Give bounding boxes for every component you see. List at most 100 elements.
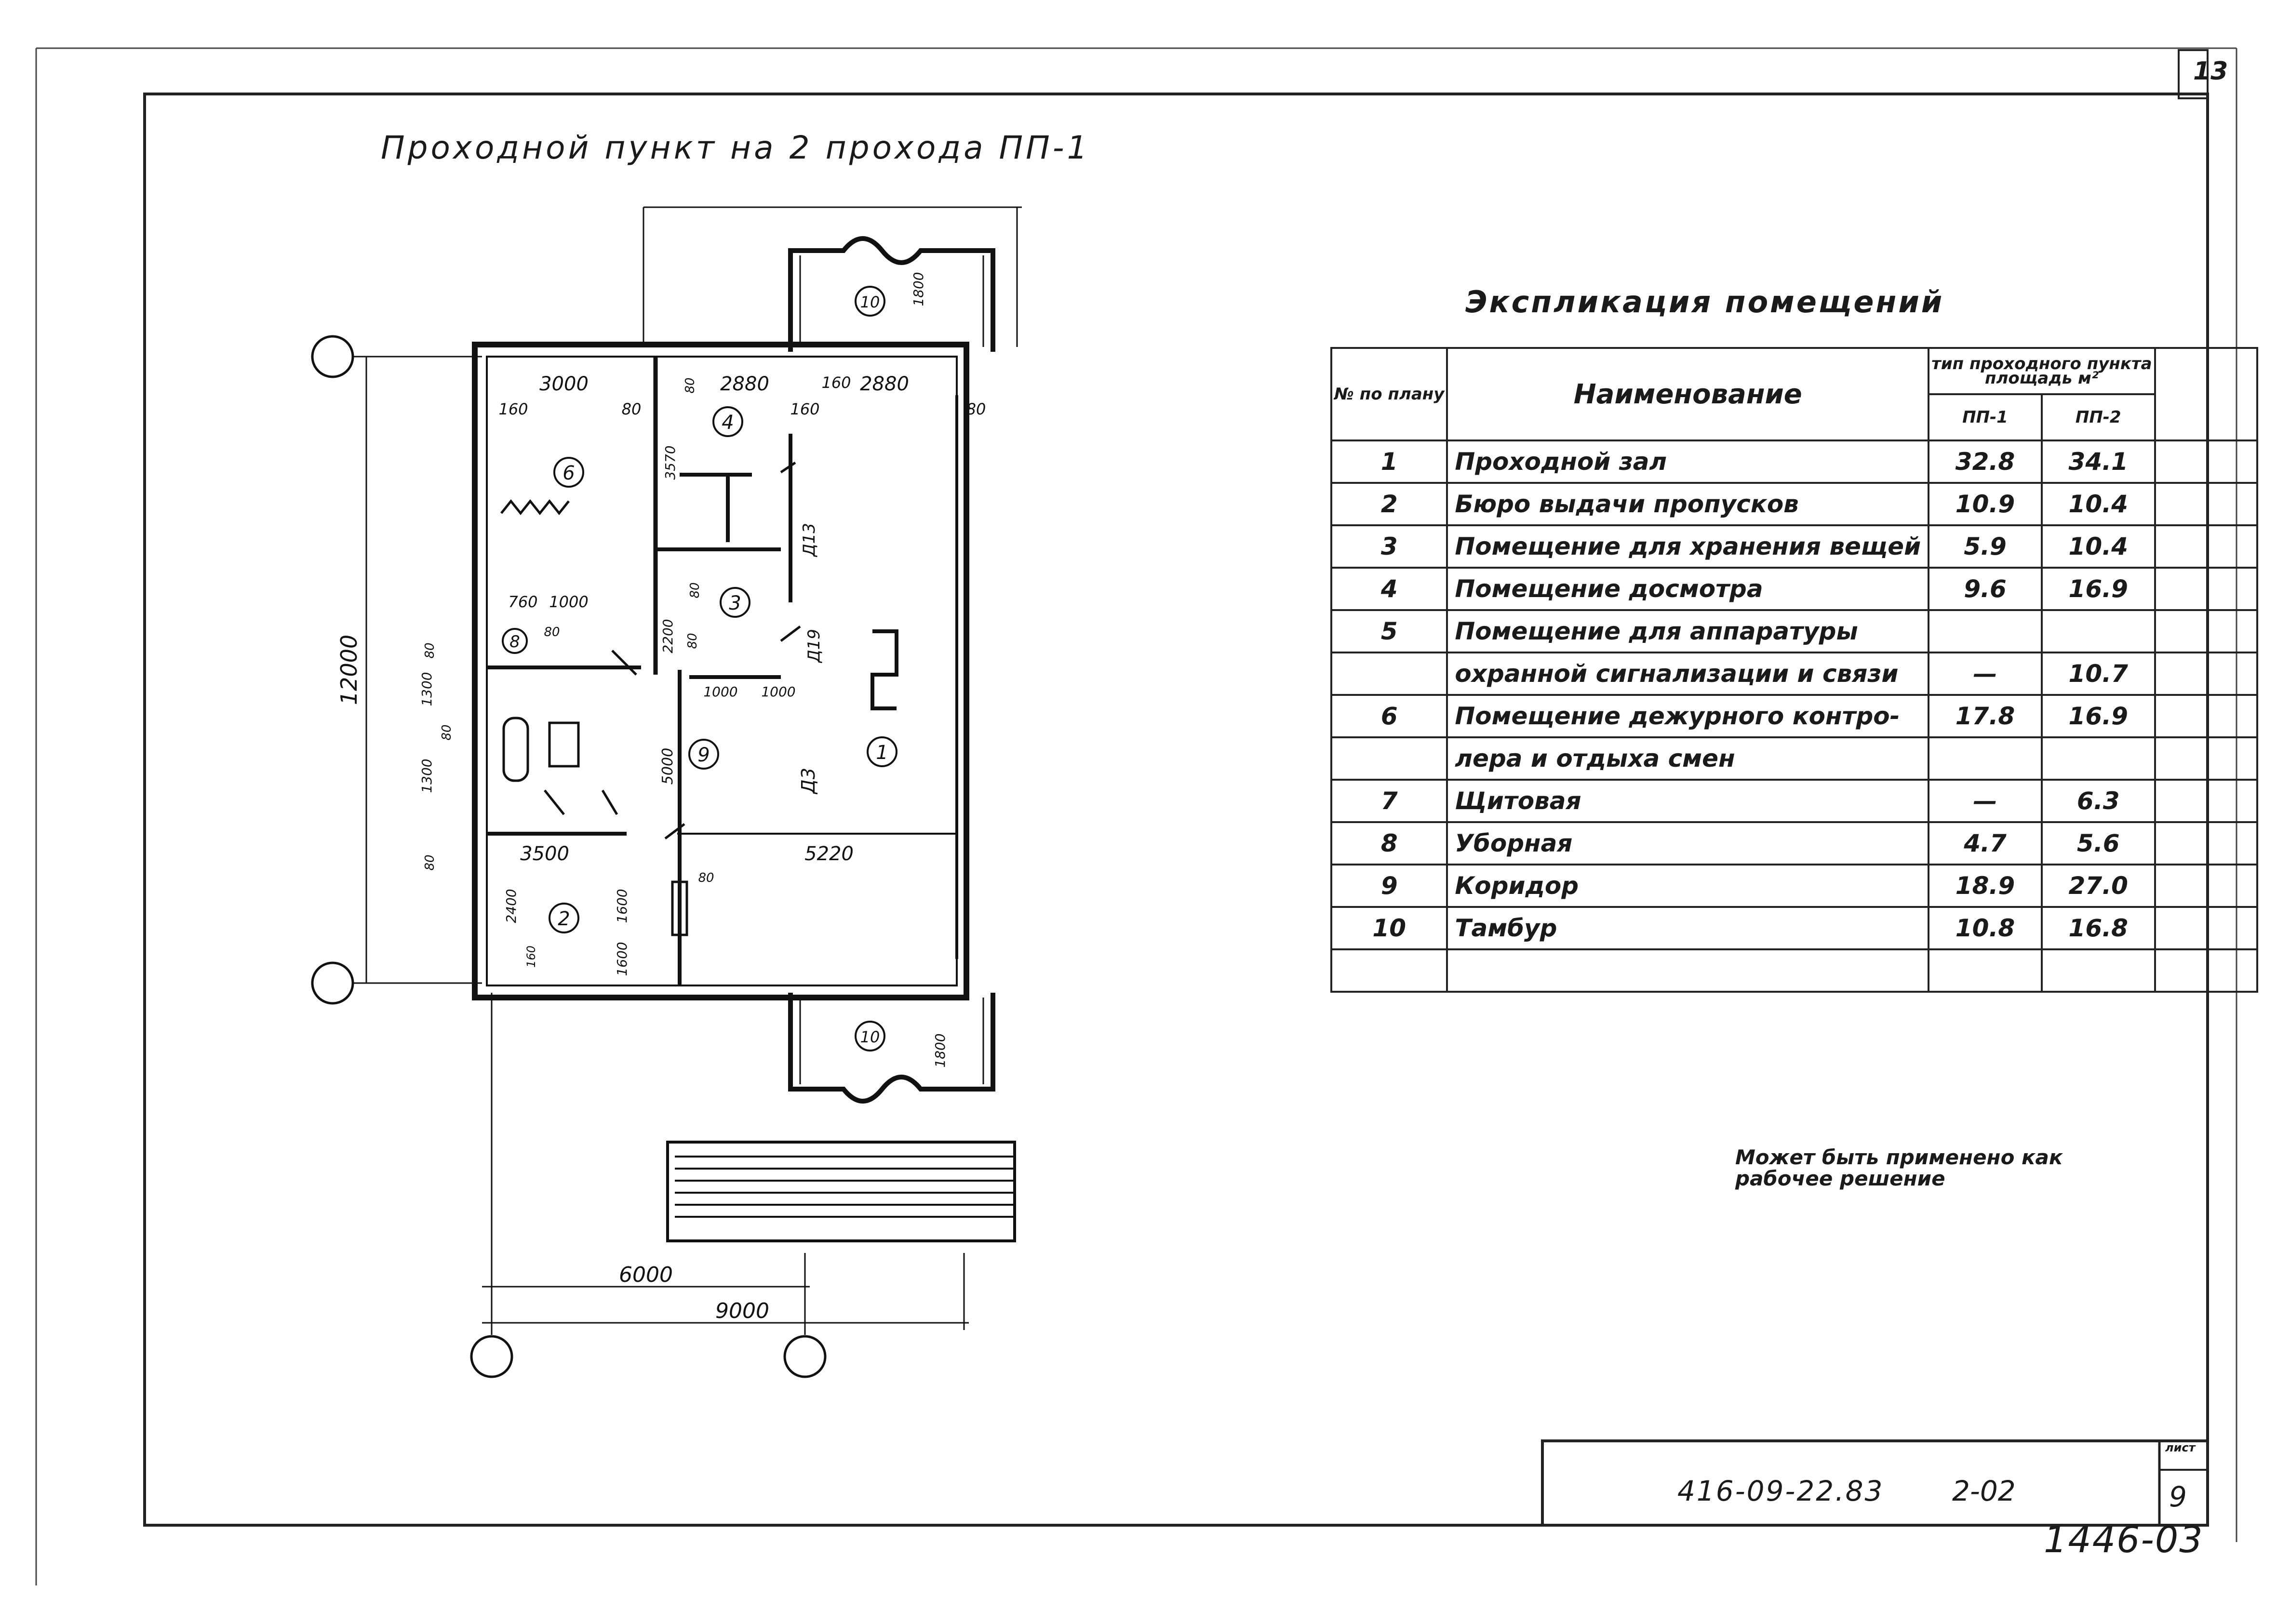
axis-marker-a — [311, 335, 354, 378]
dim-1300-b: 1300 — [419, 759, 435, 793]
row-pp2: 16.8 — [2040, 906, 2156, 950]
dim-160-d: 160 — [524, 945, 538, 968]
dim-760: 760 — [508, 593, 537, 611]
row-num: 6 — [1330, 694, 1448, 738]
row-pp1: 17.8 — [1928, 694, 2043, 738]
dim-80-h: 80 — [698, 871, 714, 885]
dim-80-d: 80 — [423, 642, 437, 658]
row-num: 10 — [1330, 906, 1448, 950]
row-name: лера и отдыха смен — [1446, 736, 1930, 781]
room-marker-3 — [720, 587, 750, 618]
row-num: 4 — [1330, 567, 1448, 611]
row-pp2 — [2040, 609, 2156, 653]
row-pp2: 10.4 — [2040, 482, 2156, 526]
dim-12000: 12000 — [336, 635, 362, 705]
stamp-section: 2-02 — [1952, 1475, 2016, 1507]
dim-3000: 3000 — [539, 373, 589, 395]
room-marker-1 — [867, 736, 897, 767]
archive-number: 1446-03 — [2044, 1518, 2204, 1561]
door-d3: Д3 — [798, 768, 819, 795]
row-name: Бюро выдачи пропусков — [1446, 482, 1930, 526]
turnstile — [871, 629, 898, 710]
row-extra — [2154, 652, 2258, 696]
stamp-sheet-label: лист — [2165, 1441, 2196, 1454]
dim-5000: 5000 — [659, 748, 676, 785]
row-pp1: 32.8 — [1928, 439, 2043, 484]
dim-2880-b: 2880 — [860, 373, 909, 395]
row-pp1 — [1928, 948, 2043, 993]
room-label-4: 4 — [722, 412, 734, 434]
room-label-10-bottom: 10 — [860, 1028, 880, 1046]
row-name: Коридор — [1446, 864, 1930, 908]
dim-160-b: 160 — [790, 400, 819, 418]
row-extra — [2154, 482, 2258, 526]
header-extra — [2154, 347, 2258, 441]
axis-marker-b — [311, 961, 354, 1005]
row-extra — [2154, 736, 2258, 781]
table-row: охранной сигнализации и связи—10.7 — [1330, 652, 2258, 696]
floor-plan — [311, 206, 1022, 1378]
row-pp1: 10.9 — [1928, 482, 2043, 526]
row-num: 1 — [1330, 439, 1448, 484]
room-label-9: 9 — [697, 744, 710, 766]
door-swing-4 — [544, 789, 565, 815]
row-pp1: — — [1928, 779, 2043, 823]
row-pp2: 10.7 — [2040, 652, 2156, 696]
row-extra — [2154, 524, 2258, 569]
row-pp2: 27.0 — [2040, 864, 2156, 908]
room-marker-6 — [553, 457, 584, 488]
row-extra — [2154, 779, 2258, 823]
row-pp1 — [1928, 609, 2043, 653]
row-pp2: 6.3 — [2040, 779, 2156, 823]
heater-symbol — [500, 499, 570, 516]
room-marker-10-top — [855, 286, 885, 317]
dim-100: 80 — [683, 377, 697, 393]
row-pp2: 5.6 — [2040, 821, 2156, 865]
row-pp2 — [2040, 736, 2156, 781]
row-extra — [2154, 609, 2258, 653]
inspection-table — [680, 473, 752, 542]
header-pp1: ПП-1 — [1928, 393, 2043, 441]
dim-80-a: 80 — [622, 400, 642, 418]
vestibule-top — [788, 236, 995, 352]
row-pp2: 16.9 — [2040, 694, 2156, 738]
row-pp1: 4.7 — [1928, 821, 2043, 865]
row-extra — [2154, 439, 2258, 484]
header-type: тип проходного пункта площадь м² — [1928, 347, 2156, 395]
door-swing-6 — [664, 823, 685, 839]
row-pp1: 9.6 — [1928, 567, 2043, 611]
row-pp2: 34.1 — [2040, 439, 2156, 484]
row-num: 2 — [1330, 482, 1448, 526]
dim-80-g: 80 — [685, 633, 700, 649]
explication-title: Экспликация помещений — [1465, 284, 1944, 319]
explication-table: № по плану Наименование тип проходного п… — [1330, 347, 2258, 993]
room-label-2: 2 — [558, 908, 570, 930]
dim-2880-a: 2880 — [720, 373, 769, 395]
room-marker-2 — [549, 903, 579, 933]
dim-1800-top: 1800 — [911, 272, 926, 306]
axis-marker-1 — [470, 1335, 513, 1378]
room-label-8: 8 — [509, 632, 520, 652]
row-extra — [2154, 567, 2258, 611]
door-swing-2 — [780, 626, 801, 642]
dim-1000: 1000 — [549, 593, 588, 611]
door-d19: Д19 — [804, 629, 824, 664]
inner-wall-line — [486, 356, 958, 986]
dim-1300-a: 1300 — [419, 672, 435, 706]
dim-3500: 3500 — [520, 843, 569, 865]
corner-box — [2178, 49, 2209, 99]
stamp-code: 416-09-22.83 — [1677, 1475, 1884, 1507]
row-name: Тамбур — [1446, 906, 1930, 950]
table-header-row: № по плану Наименование тип проходного п… — [1330, 347, 2258, 441]
header-type-text: тип проходного пункта — [1931, 354, 2152, 373]
wc-fixture — [502, 717, 529, 782]
row-pp1: 18.9 — [1928, 864, 2043, 908]
room-label-6: 6 — [563, 462, 575, 484]
row-pp2 — [2040, 948, 2156, 993]
